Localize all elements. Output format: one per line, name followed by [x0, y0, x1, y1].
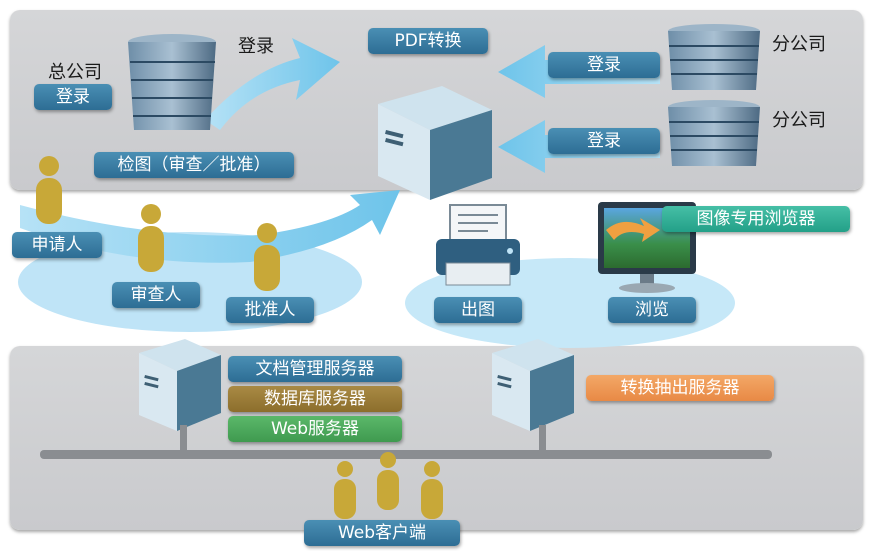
hq-server-rack-icon: [128, 34, 216, 130]
printer-icon: [436, 204, 520, 286]
print-button[interactable]: 出图: [434, 297, 522, 323]
central-tower-server-icon: [378, 86, 492, 200]
approver-label: 批准人: [226, 297, 314, 323]
branch2-title: 分公司: [772, 110, 826, 131]
branch1-login-button[interactable]: 登录: [548, 52, 660, 78]
branch1-title: 分公司: [772, 34, 826, 55]
web-server-label: Web服务器: [228, 416, 402, 442]
person-icon-client-1: [334, 461, 356, 519]
applicant-label: 申请人: [12, 232, 102, 258]
person-icon-reviewer: [138, 204, 164, 272]
db-server-label: 数据库服务器: [228, 386, 402, 412]
browse-button[interactable]: 浏览: [608, 297, 696, 323]
image-browser-label: 图像专用浏览器: [662, 206, 850, 232]
branch2-server-rack-icon: [668, 100, 760, 166]
web-client-label: Web客户端: [304, 520, 460, 546]
hq-title: 总公司: [48, 62, 102, 83]
users-flow-arrow: [20, 190, 400, 263]
hq-login-button[interactable]: 登录: [34, 84, 112, 110]
login-arrow-text: 登录: [238, 36, 274, 57]
doc-server-label: 文档管理服务器: [228, 356, 402, 382]
pdf-convert-label: PDF转换: [368, 28, 488, 54]
extract-server-label: 转换抽出服务器: [586, 375, 774, 401]
branch1-server-rack-icon: [668, 24, 760, 90]
hq-login-arrow: [205, 38, 340, 130]
person-icon-client-2: [377, 452, 399, 510]
person-icon-client-3: [421, 461, 443, 519]
person-icon-approver: [254, 223, 280, 291]
bottom-right-tower-server-icon: [492, 339, 574, 431]
review-approve-label: 检图（审查／批准）: [94, 152, 294, 178]
branch2-login-button[interactable]: 登录: [548, 128, 660, 154]
reviewer-label: 审查人: [112, 282, 200, 308]
person-icon-applicant: [36, 156, 62, 224]
bottom-left-tower-server-icon: [139, 339, 221, 431]
